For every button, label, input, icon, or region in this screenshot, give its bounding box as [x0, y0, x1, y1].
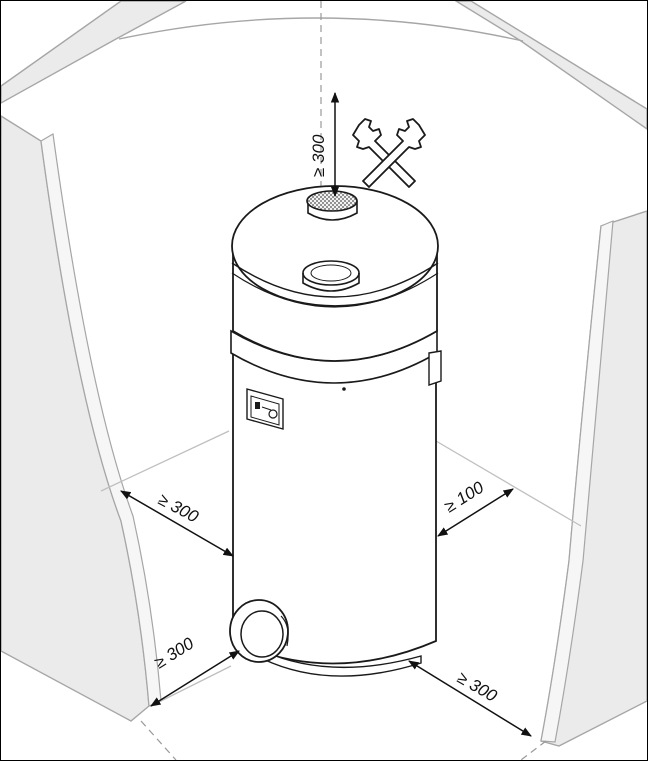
wall-left — [1, 115, 150, 722]
arrow-front-right — [408, 660, 532, 737]
floor-line-left — [100, 430, 230, 492]
outlet-connection — [229, 599, 289, 663]
wall-top-left — [1, 1, 187, 104]
wall-right-face — [540, 220, 614, 743]
label-top-clearance: ≥ 300 — [309, 134, 328, 177]
side-clip — [428, 350, 442, 386]
arrow-front-left — [150, 650, 240, 707]
control-panel-icon — [268, 409, 278, 419]
label-right-clearance: ≥ 100 — [441, 478, 488, 517]
air-duct-rear-mesh — [306, 190, 358, 212]
wrench-cross-icon — [352, 118, 426, 188]
control-panel — [246, 388, 284, 430]
floor-line-right — [435, 440, 582, 527]
label-left-clearance: ≥ 300 — [155, 490, 202, 527]
dashed-guide-bottom-left — [140, 720, 177, 760]
wall-top-right — [454, 1, 647, 130]
arrow-left — [120, 490, 234, 557]
floor-line-front-left — [150, 665, 232, 707]
label-front-left-clearance: ≥ 300 — [151, 634, 198, 673]
label-front-right-clearance: ≥ 300 — [454, 668, 501, 706]
arrow-right — [437, 488, 514, 537]
water-heater — [229, 185, 442, 677]
dimension-arrows — [120, 91, 532, 737]
dashed-guide-bottom-right — [520, 740, 547, 760]
